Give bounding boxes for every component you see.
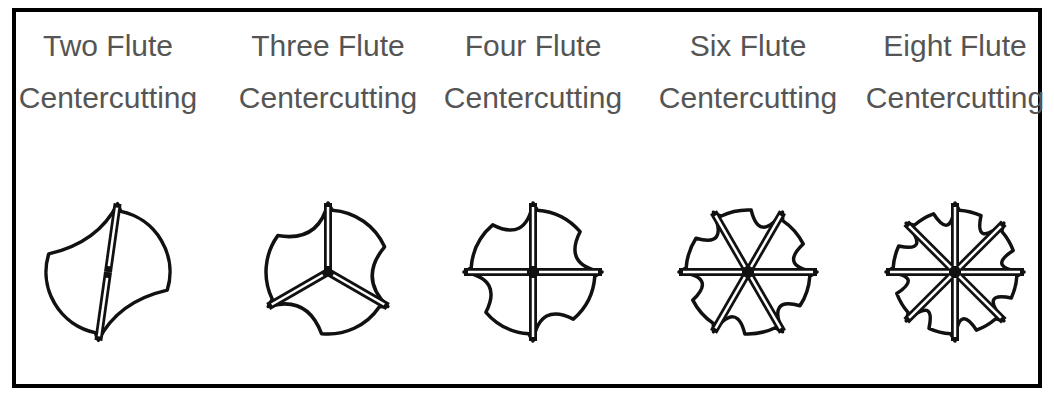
edge-highlight	[909, 226, 951, 268]
end-mill-section	[679, 210, 817, 334]
cutting-edge	[714, 272, 749, 332]
edge-highlight	[532, 207, 535, 266]
edge-highlight	[961, 271, 1020, 274]
edge-highlight	[468, 271, 527, 274]
cutting-edge	[714, 212, 749, 272]
edge-highlight	[99, 278, 107, 336]
cutting-edge	[955, 272, 1004, 321]
cutting-edge	[886, 268, 955, 276]
cutting-edge	[529, 272, 537, 341]
cutting-edge	[268, 272, 328, 307]
edge-highlight	[327, 207, 330, 266]
edge-highlight	[954, 278, 957, 337]
cutting-edge	[98, 272, 108, 340]
cutting-edge	[748, 212, 783, 272]
flute-label: Six Flute Centercutting	[648, 20, 848, 124]
cutting-edge	[533, 268, 602, 276]
cutting-edge	[906, 272, 955, 321]
cutting-edge	[108, 204, 118, 272]
edge-highlight	[683, 271, 742, 274]
end-mill-section	[266, 203, 388, 334]
cutting-edge	[951, 203, 959, 272]
cutting-edge	[906, 223, 955, 272]
tool-profile	[886, 203, 1024, 341]
cutting-edge	[328, 272, 388, 307]
flute-label: Four Flute Centercutting	[433, 20, 633, 124]
flute-label: Two Flute Centercutting	[8, 20, 208, 124]
tool-profile	[46, 204, 170, 341]
edge-highlight	[754, 271, 813, 274]
end-mill-section	[886, 203, 1024, 341]
cutting-edge	[748, 268, 817, 276]
edge-highlight	[716, 277, 746, 328]
edge-highlight	[272, 275, 323, 305]
cutting-edge	[529, 203, 537, 272]
edge-highlight	[890, 271, 949, 274]
cutting-edge	[748, 272, 783, 332]
edge-highlight	[959, 226, 1001, 268]
tool-profile	[266, 203, 388, 334]
edge-highlight	[539, 271, 598, 274]
cutting-edge	[679, 268, 748, 276]
edge-highlight	[716, 216, 746, 267]
edge-highlight	[959, 276, 1001, 318]
flute-label: Eight Flute Centercutting	[855, 20, 1054, 124]
tool-profile	[679, 210, 817, 334]
tool-profile	[464, 203, 602, 341]
cutting-edge	[464, 268, 533, 276]
cutting-edge	[955, 223, 1004, 272]
cutting-edge	[324, 203, 332, 272]
edge-highlight	[909, 276, 951, 318]
edge-highlight	[109, 208, 117, 266]
cutting-edge	[951, 272, 959, 341]
end-mill-section	[46, 204, 170, 341]
edge-highlight	[751, 216, 781, 267]
end-mill-section	[464, 203, 602, 341]
edge-highlight	[751, 277, 781, 328]
edge-highlight	[333, 275, 384, 305]
flute-label: Three Flute Centercutting	[228, 20, 428, 124]
cutting-edge	[955, 268, 1024, 276]
edge-highlight	[954, 207, 957, 266]
edge-highlight	[532, 278, 535, 337]
